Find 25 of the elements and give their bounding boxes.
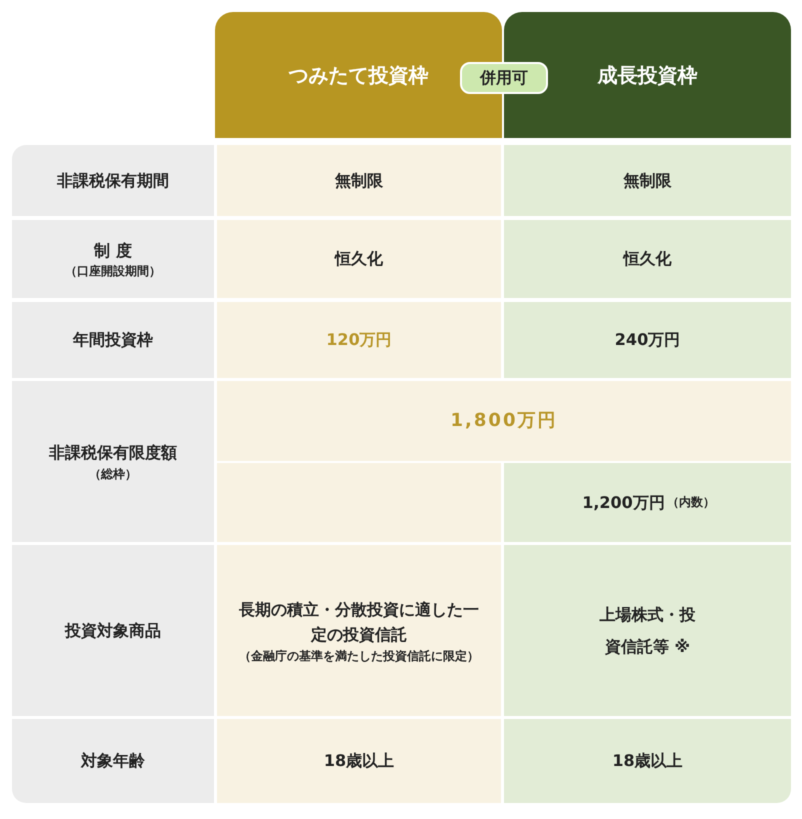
cell-value: 240万円: [614, 329, 680, 352]
row-label: 非課税保有期間: [57, 170, 169, 192]
value-note: （内数）: [666, 494, 715, 511]
cell-value: 恒久化: [624, 248, 672, 270]
row-note: （口座開設期間）: [65, 263, 161, 280]
row-label: 投資対象商品: [65, 620, 161, 642]
column-header: 成長投資枠: [598, 62, 698, 89]
combinable-badge: 併用可: [460, 62, 548, 94]
column-header: つみたて投資枠: [288, 62, 428, 89]
cell-value: 18歳以上: [324, 750, 394, 772]
cell-value: 無制限: [335, 170, 383, 192]
cell-note: （金融庁の基準を満たした投資信託に限定）: [239, 648, 479, 664]
cell-value: 無制限: [624, 170, 672, 192]
cell-value: 長期の積立・分散投資に適した一定の投資信託: [238, 598, 480, 646]
cell-value: 1,800万円: [450, 408, 558, 433]
row-note: （総枠）: [89, 466, 137, 483]
cell-value: 120万円: [326, 329, 392, 352]
row-label: 対象年齢: [81, 750, 145, 772]
row-label: 非課税保有限度額: [49, 442, 177, 464]
cell-value: 1,200万円: [582, 492, 665, 514]
cell-value: 18歳以上: [612, 750, 683, 772]
cell-value: 恒久化: [335, 248, 383, 270]
row-label: 制 度: [94, 240, 132, 262]
row-label: 年間投資枠: [73, 329, 153, 352]
cell-value: 上場株式・投資信託等 ※: [598, 604, 696, 658]
